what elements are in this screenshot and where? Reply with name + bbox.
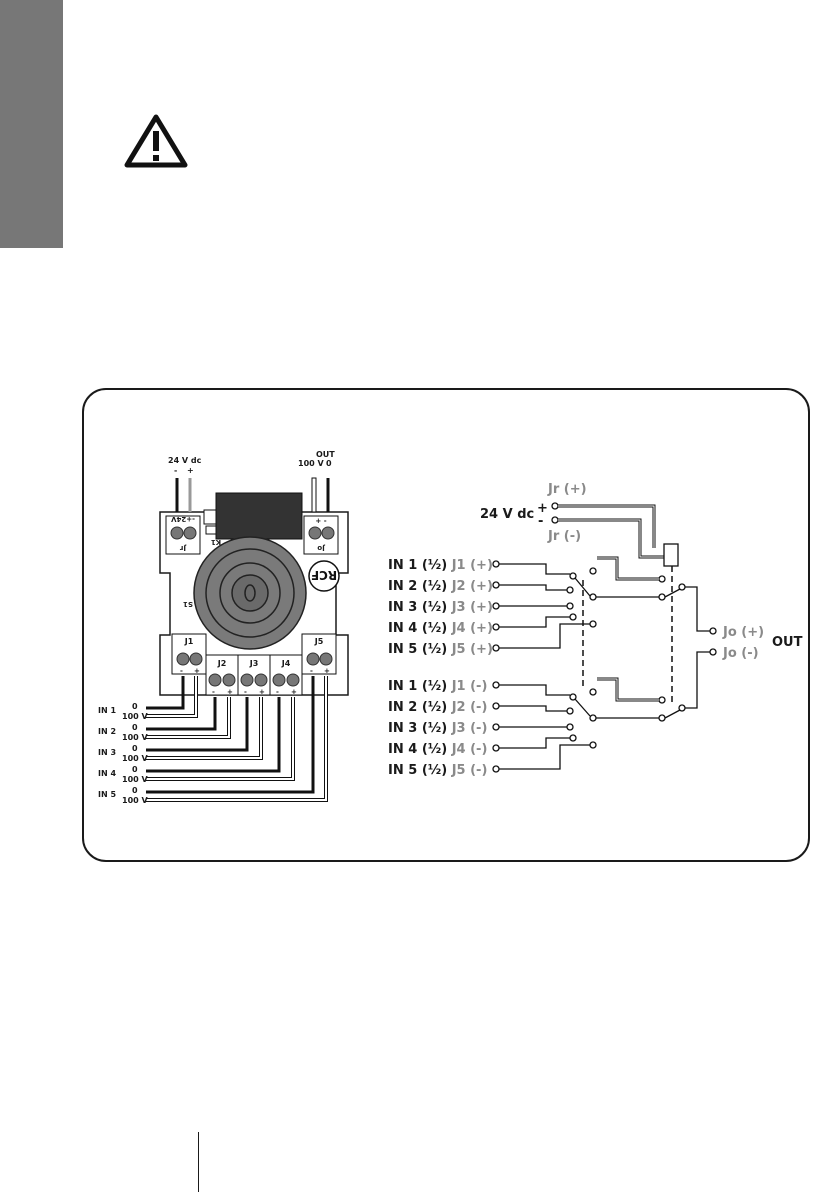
j3-plus: +: [259, 688, 265, 696]
pcb-in4-label: IN 4: [98, 769, 116, 778]
j1-minus: -: [180, 667, 183, 675]
j2-minus: -: [212, 688, 215, 696]
j5-plus: +: [324, 667, 330, 675]
out-label: OUT: [772, 635, 803, 650]
negative-inputs: IN 1 (½) J1 (-) IN 2 (½) J2 (-) IN 3 (½)…: [388, 679, 487, 778]
neg-in2: IN 2 (½) J2 (-): [388, 700, 487, 715]
pos-in5: IN 5 (½) J5 (+): [388, 642, 493, 657]
neg-in4: IN 4 (½) J4 (-): [388, 742, 487, 757]
jo-pins-label: + -: [315, 517, 326, 525]
terminal-j3: J3: [249, 659, 259, 668]
warning-triangle-icon: [124, 114, 188, 168]
pcb-in2-label: IN 2: [98, 727, 116, 736]
jr-pins-label: -+24V: [170, 515, 195, 523]
terminal-j5: J5: [314, 637, 324, 646]
supply-label: 24 V dc: [480, 507, 534, 522]
pcb-in3-zero: 0: [132, 744, 138, 753]
s1-label: S1: [183, 600, 193, 608]
neg-in1: IN 1 (½) J1 (-): [388, 679, 487, 694]
pcb-in1-zero: 0: [132, 702, 138, 711]
pcb-board: RCF: [146, 477, 349, 802]
pcb-in1-label: IN 1: [98, 706, 116, 715]
j1-plus: +: [194, 667, 200, 675]
brand-logo: RCF: [311, 568, 337, 582]
positive-inputs: IN 1 (½) J1 (+) IN 2 (½) J2 (+) IN 3 (½)…: [388, 558, 493, 657]
pos-in1: IN 1 (½) J1 (+): [388, 558, 493, 573]
jo-plus-label: Jo (+): [722, 625, 764, 640]
supply-plus: +: [537, 501, 548, 516]
jo-label: Jo: [317, 544, 326, 552]
neg-in5: IN 5 (½) J5 (-): [388, 763, 487, 778]
relay-coil: [663, 543, 679, 567]
pcb-supply-voltage: 24 V dc: [168, 456, 202, 465]
jr-minus-label: Jr (-): [547, 529, 581, 544]
section-tab: [0, 0, 63, 248]
pcb-in2-zero: 0: [132, 723, 138, 732]
pcb-out-label: OUT: [316, 450, 335, 459]
pcb-in1-v: 100 V: [122, 712, 148, 721]
supply-minus: -: [538, 514, 543, 529]
jr-label: Jr: [179, 544, 187, 552]
pcb-in5-zero: 0: [132, 786, 138, 795]
pcb-in3-v: 100 V: [122, 754, 148, 763]
pcb-out-voltage: 100 V: [298, 459, 324, 468]
jo-minus-label: Jo (-): [722, 646, 759, 661]
k1-label: K1: [211, 538, 221, 546]
pcb-supply-minus: -: [174, 466, 177, 475]
pcb-in4-zero: 0: [132, 765, 138, 774]
wiring-diagram-panel: [82, 388, 810, 862]
neg-in3: IN 3 (½) J3 (-): [388, 721, 487, 736]
pos-in4: IN 4 (½) J4 (+): [388, 621, 493, 636]
pcb-in3-label: IN 3: [98, 748, 116, 757]
terminal-j2: J2: [217, 659, 227, 668]
j4-plus: +: [291, 688, 297, 696]
pcb-out-zero: 0: [326, 459, 332, 468]
j4-minus: -: [276, 688, 279, 696]
terminal-j1: J1: [184, 637, 194, 646]
j5-minus: -: [310, 667, 313, 675]
j2-plus: +: [227, 688, 233, 696]
pcb-in5-label: IN 5: [98, 790, 116, 799]
pcb-in5-v: 100 V: [122, 796, 148, 805]
jr-plus-label: Jr (+): [547, 482, 587, 497]
j3-minus: -: [244, 688, 247, 696]
pos-in3: IN 3 (½) J3 (+): [388, 600, 493, 615]
pos-in2: IN 2 (½) J2 (+): [388, 579, 493, 594]
pcb-supply-plus: +: [187, 466, 194, 475]
terminal-j4: J4: [281, 659, 291, 668]
pcb-in4-v: 100 V: [122, 775, 148, 784]
footer-divider: [198, 1132, 199, 1192]
pcb-in2-v: 100 V: [122, 733, 148, 742]
